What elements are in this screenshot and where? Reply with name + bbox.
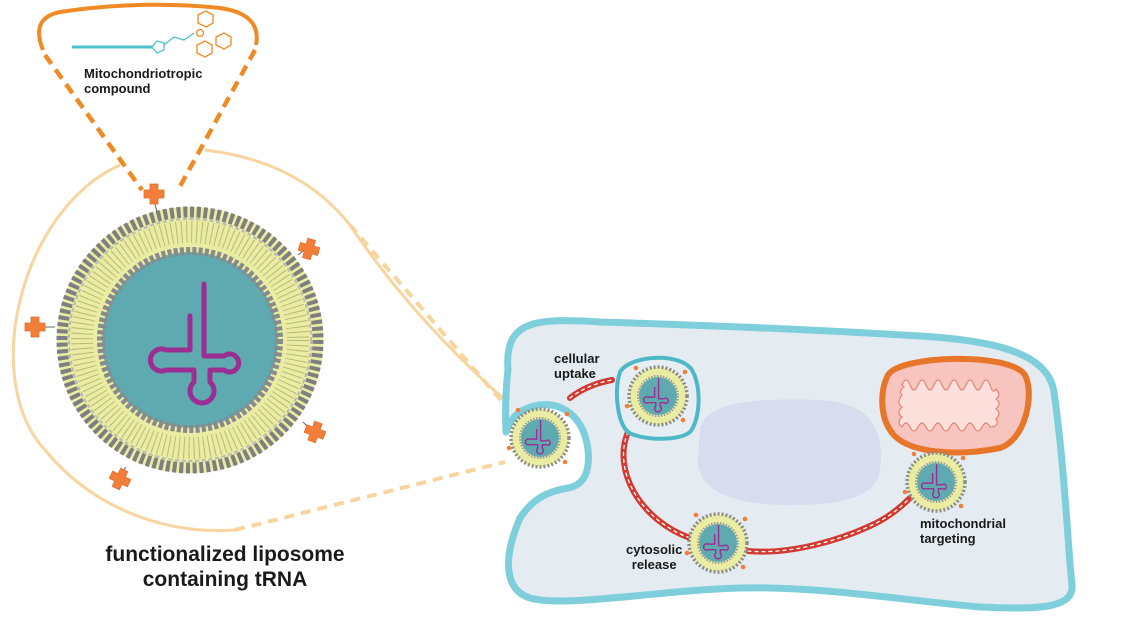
zoom-outline-left	[11, 163, 236, 533]
callout-dashed-line-left	[43, 53, 144, 192]
inner-lipid-heads	[97, 247, 283, 433]
compound-callout-outline	[37, 2, 259, 51]
outer-lipid-heads	[56, 206, 324, 474]
mitochondrion	[879, 355, 1032, 456]
compound-structure-icon	[72, 10, 232, 58]
ligand-icon	[24, 183, 329, 493]
pathway-arrows	[567, 377, 913, 555]
main-caption: functionalized liposome containing tRNA	[105, 543, 345, 592]
zoom-dashed-line-upper	[348, 223, 507, 407]
cytosolic-release-label: cytosolic release	[626, 542, 683, 572]
mitochondrial-targeting-label: mitochondrial targeting	[920, 516, 1006, 546]
liposome-large	[56, 206, 324, 474]
callout-dashed-line-right	[176, 48, 257, 192]
compound-label: Mitochondriotropic compound	[84, 66, 203, 96]
zoom-dashed-line-lower	[234, 460, 506, 532]
cellular-uptake-label: cellular uptake	[554, 351, 600, 381]
lipid-tails	[71, 221, 309, 459]
nucleus	[698, 399, 881, 505]
